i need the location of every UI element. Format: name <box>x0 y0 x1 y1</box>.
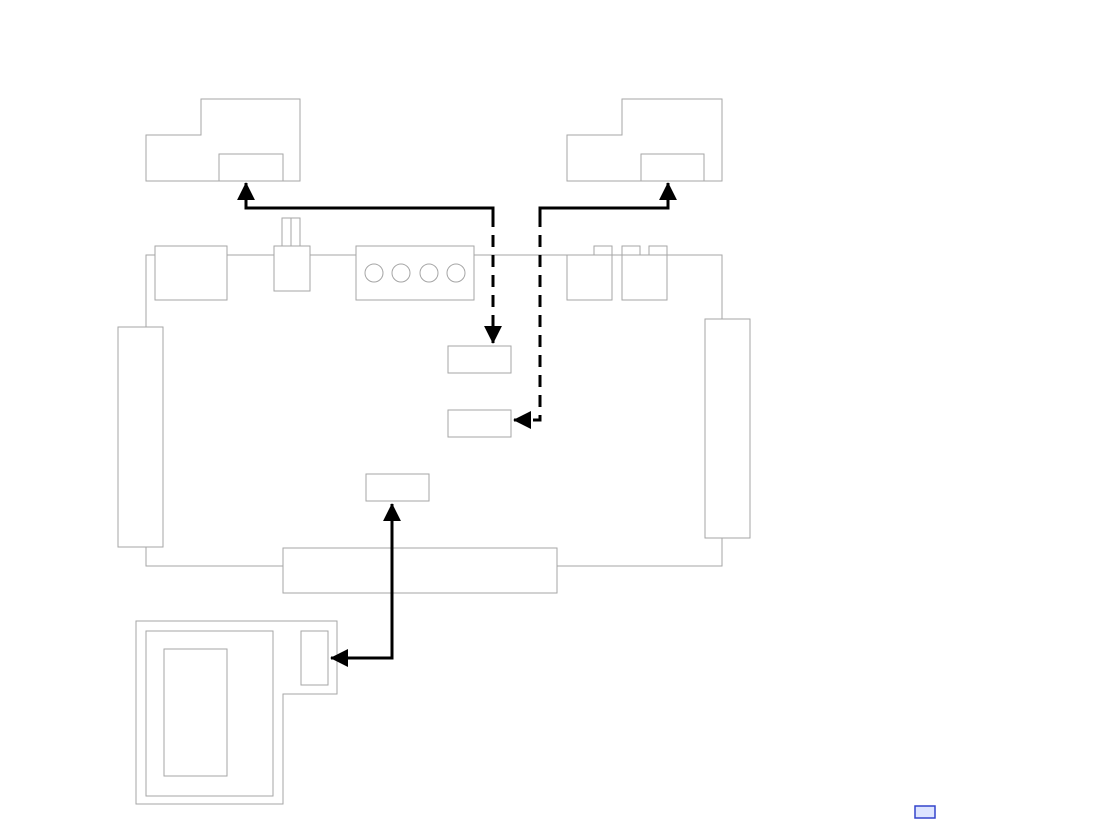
power-jack <box>273 245 311 292</box>
top-left-connection <box>237 182 502 344</box>
top-right-module-socket <box>640 153 705 182</box>
top-left-connection-solid-segment <box>237 182 495 215</box>
top-right-connection-dashed-segment <box>513 215 542 429</box>
top-right-module <box>566 98 723 182</box>
bottom-module-panel <box>163 648 228 777</box>
top-left-header <box>154 245 228 301</box>
port-4 <box>446 263 466 283</box>
main-board <box>117 217 751 594</box>
main-board-upper-socket <box>447 345 512 374</box>
jack-right-tab-1 <box>621 245 641 256</box>
main-board-bottom-socket <box>365 473 430 502</box>
top-right-module-outline <box>566 98 723 182</box>
bottom-module-socket <box>300 630 329 686</box>
left-edge-connector <box>117 326 164 548</box>
top-right-connection <box>513 182 677 429</box>
port-2 <box>391 263 411 283</box>
top-left-module-outline <box>145 98 301 182</box>
top-right-connection-solid-segment <box>538 182 677 215</box>
jack-right-tab-2 <box>648 245 668 256</box>
corner-marker <box>914 805 936 819</box>
bottom-connection <box>330 503 401 667</box>
bottom-connection-line <box>330 503 401 667</box>
jack-right <box>621 254 668 301</box>
jack-left <box>566 254 613 301</box>
top-left-module-socket <box>218 153 284 182</box>
main-board-lower-socket <box>447 409 512 438</box>
port-3 <box>419 263 439 283</box>
bottom-module-inner-frame <box>145 630 274 797</box>
port-1 <box>364 263 384 283</box>
bottom-edge-connector <box>282 547 558 594</box>
top-left-module <box>145 98 301 182</box>
main-board-outline <box>145 254 723 567</box>
jack-left-tab <box>593 245 613 256</box>
right-edge-connector <box>704 318 751 539</box>
bottom-module <box>135 620 338 805</box>
